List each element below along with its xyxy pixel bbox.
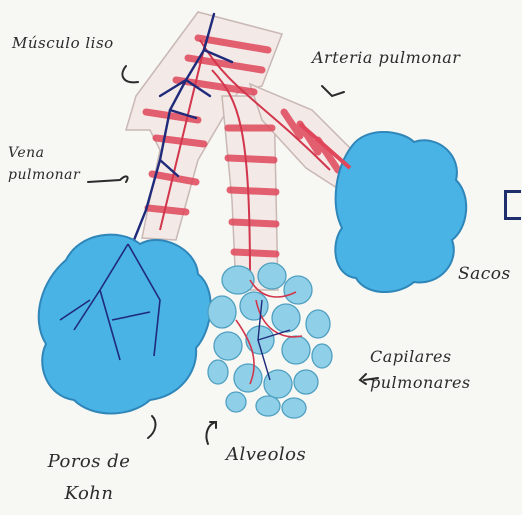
left-alveolar-sac — [39, 235, 211, 414]
alveoli-cluster — [208, 263, 332, 418]
label-capilares-pulmonares: Capilares pulmonares — [370, 344, 520, 396]
cropped-box-mark — [504, 190, 521, 220]
label-sacos: Sacos — [458, 264, 511, 284]
arrow-musculo — [122, 66, 138, 82]
label-vena-pulmonar: Vena pulmonar — [8, 142, 88, 186]
label-alveolos: Alveolos — [226, 444, 306, 465]
label-arteria-pulmonar: Arteria pulmonar — [312, 48, 460, 67]
arrow-vena — [88, 176, 128, 182]
arrow-alveolos — [206, 422, 216, 444]
arrow-arteria — [322, 86, 344, 96]
label-poros-de-kohn: Poros de Kohn — [34, 446, 144, 510]
arrow-poros — [148, 416, 155, 438]
label-musculo-liso: Músculo liso — [12, 34, 114, 52]
